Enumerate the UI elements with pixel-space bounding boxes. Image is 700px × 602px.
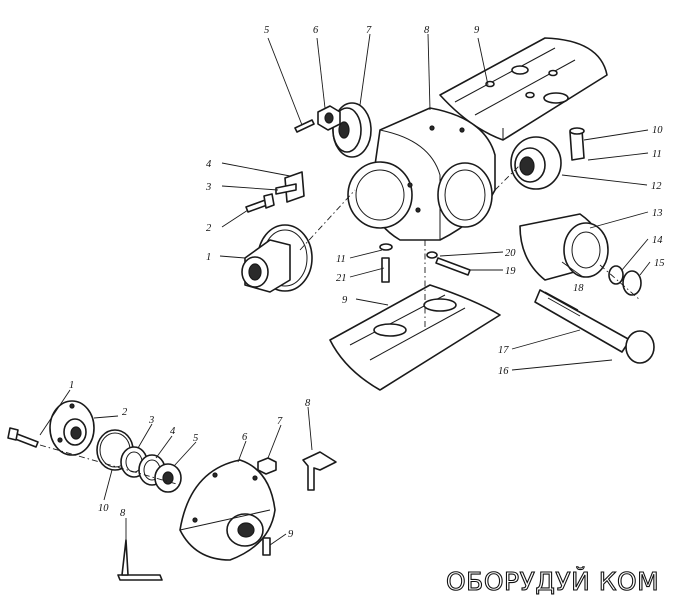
label-17: 17: [498, 345, 509, 356]
label-bottom-1: 1: [69, 380, 74, 391]
cover-bottom-6: [179, 459, 276, 561]
label-2: 2: [206, 223, 212, 234]
sleeve: [519, 213, 609, 281]
label-7: 7: [366, 25, 372, 36]
axis-line: [299, 189, 356, 251]
label-15: 15: [654, 258, 665, 269]
label-6: 6: [313, 25, 319, 36]
clip-and-screw: [275, 171, 305, 203]
gear-assembly: [241, 224, 313, 293]
leader-lines-bottom: [39, 389, 313, 546]
labels-top: 1 2 3 4 5 6 7 8 9 10 11 12 13 14 15 18 2…: [205, 25, 665, 377]
label-9-lower: 9: [342, 295, 348, 306]
label-bottom-4: 4: [170, 426, 176, 437]
label-14: 14: [652, 235, 663, 246]
label-8: 8: [424, 25, 430, 36]
nut-and-pin: [294, 105, 341, 133]
shaft: [534, 289, 655, 364]
label-18: 18: [573, 283, 584, 294]
bolt-bottom-1: [7, 427, 39, 448]
label-1: 1: [206, 252, 211, 263]
label-3: 3: [205, 182, 211, 193]
watermark: ОБОРУДУЙ КОМ: [446, 567, 659, 596]
label-12: 12: [651, 181, 662, 192]
label-9-upper: 9: [474, 25, 480, 36]
rings: [608, 265, 642, 296]
upper-bearing-cap: [439, 37, 608, 141]
label-bottom-7: 7: [277, 416, 283, 427]
label-bottom-8-right: 8: [305, 398, 311, 409]
label-4: 4: [206, 159, 212, 170]
label-bottom-5: 5: [193, 433, 198, 444]
label-bottom-6: 6: [242, 432, 248, 443]
leader-lines-top: [219, 33, 651, 371]
axis-line: [494, 164, 521, 191]
labels-bottom: 1 2 3 4 5 6 7 8 10 8 9: [69, 380, 311, 540]
flange-bottom-2: [49, 400, 95, 456]
label-21: 21: [336, 273, 347, 284]
axis-line: [599, 264, 641, 301]
label-16: 16: [498, 366, 509, 377]
label-bottom-3: 3: [148, 415, 154, 426]
label-19: 19: [505, 266, 516, 277]
label-20: 20: [505, 248, 516, 259]
label-5: 5: [264, 25, 269, 36]
bolt-10: [569, 127, 585, 161]
label-bottom-8-left: 8: [120, 508, 126, 519]
label-10: 10: [652, 125, 663, 136]
housing-body: [347, 107, 496, 241]
label-bottom-10: 10: [98, 503, 109, 514]
label-bottom-9: 9: [288, 529, 294, 540]
label-13: 13: [652, 208, 663, 219]
brackets-bottom-8: [117, 451, 337, 581]
axis-line: [39, 444, 181, 486]
bolts-19-21: [379, 243, 471, 283]
lower-bearing-cap: [329, 284, 501, 391]
label-11-lower: 11: [336, 254, 346, 265]
nut-bottom-5: [154, 463, 182, 493]
bolt-2: [245, 193, 275, 213]
label-11-right: 11: [652, 149, 662, 160]
ring-nut: [510, 136, 562, 190]
label-bottom-2: 2: [122, 407, 128, 418]
